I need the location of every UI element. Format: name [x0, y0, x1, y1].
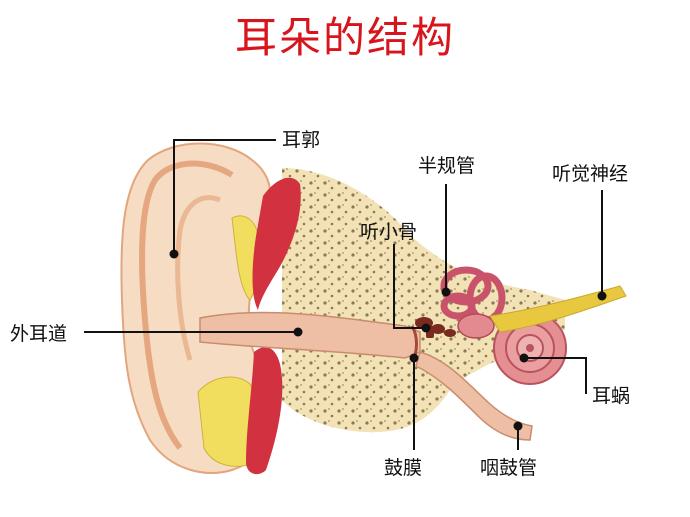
temporal-bone	[282, 168, 565, 433]
helix-fold	[139, 160, 234, 450]
muscle-lower	[246, 347, 283, 475]
leader-auricle	[173, 139, 276, 254]
leader-cochlea	[524, 357, 587, 394]
label-cochlea: 耳蜗	[592, 385, 630, 407]
label-ossicles: 听小骨	[360, 221, 417, 243]
label-auricle: 耳郭	[282, 129, 320, 151]
label-auditory-nerve: 听觉神经	[552, 163, 628, 185]
label-eustachian-tube: 咽鼓管	[480, 457, 537, 479]
label-semicircular-canals: 半规管	[418, 155, 475, 177]
muscle-upper	[252, 177, 301, 310]
leader-dots	[169, 249, 607, 431]
eustachian-tube-shape	[415, 351, 533, 441]
label-eardrum: 鼓膜	[384, 457, 422, 479]
page-title: 耳朵的结构	[234, 13, 455, 62]
auditory-nerve-shape	[489, 285, 627, 333]
antihelix-fold	[175, 195, 221, 361]
label-ear-canal: 外耳道	[10, 323, 67, 345]
leader-ossicles	[393, 244, 426, 329]
leader-lines	[84, 139, 603, 450]
vestibule-shape	[457, 313, 495, 339]
